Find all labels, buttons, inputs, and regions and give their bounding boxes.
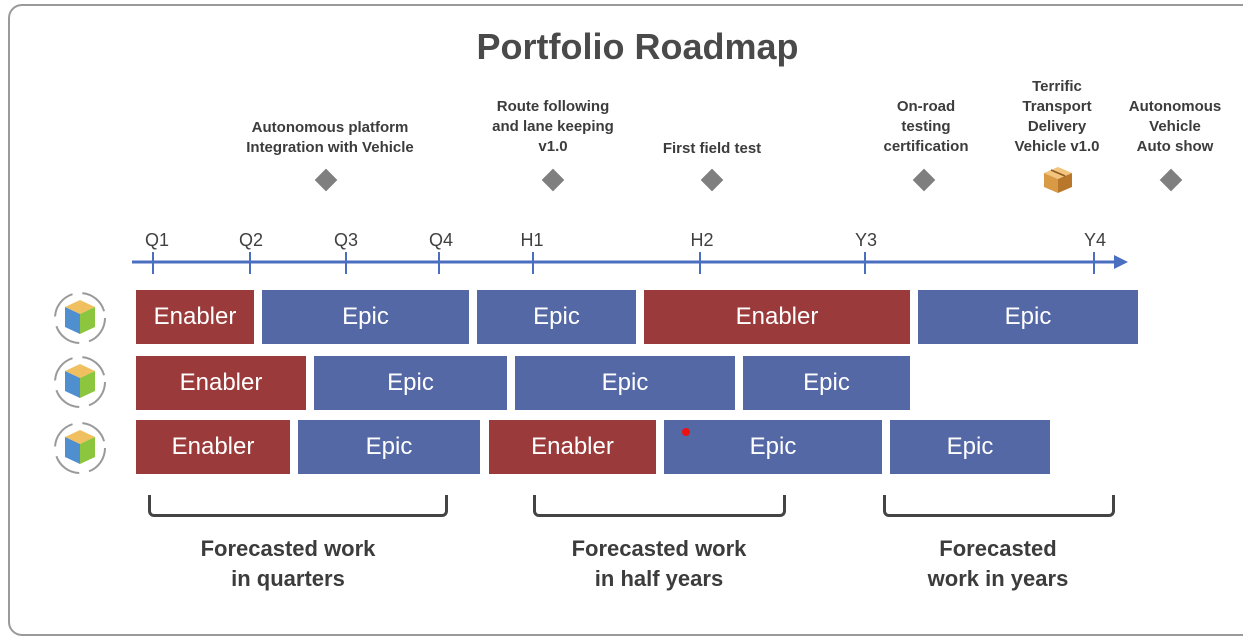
caption-quarters: Forecasted work in quarters xyxy=(200,536,376,591)
epic-bar: Epic xyxy=(743,356,910,410)
enabler-bar: Enabler xyxy=(136,356,306,410)
epic-bar: Epic xyxy=(298,420,480,474)
enabler-bar: Enabler xyxy=(644,290,910,344)
cursor-dot xyxy=(682,428,690,436)
epic-bar: Epic xyxy=(664,420,882,474)
package-box-icon xyxy=(1044,167,1072,193)
milestone-label: Terrific Transport Delivery Vehicle v1.0 xyxy=(1014,78,1100,155)
milestone-label: Route following and lane keeping v1.0 xyxy=(492,98,614,155)
milestone-label: On-road testing certification xyxy=(883,98,969,155)
cube-cycle-icon xyxy=(54,292,106,344)
enabler-bar: Enabler xyxy=(489,420,656,474)
epic-bar: Epic xyxy=(918,290,1138,344)
tick-label: H2 xyxy=(690,230,714,250)
tick-label: Q1 xyxy=(144,230,170,250)
epic-bar: Epic xyxy=(477,290,636,344)
caption-years: Forecasted work in years xyxy=(927,536,1069,591)
epic-bar: Epic xyxy=(890,420,1050,474)
bracket-years xyxy=(883,495,1115,517)
tick-label: Y3 xyxy=(854,230,878,250)
tick-label: H1 xyxy=(520,230,544,250)
cube-cycle-icon xyxy=(54,356,106,408)
epic-bar: Epic xyxy=(262,290,469,344)
milestone-label: Autonomous platform Integration with Veh… xyxy=(246,119,414,156)
caption-half-years: Forecasted work in half years xyxy=(571,536,747,591)
epic-bar: Epic xyxy=(314,356,507,410)
enabler-bar: Enabler xyxy=(136,420,290,474)
tick-label: Q2 xyxy=(238,230,264,250)
milestone-label: Autonomous Vehicle Auto show xyxy=(1128,98,1222,155)
bracket-half-years xyxy=(533,495,786,517)
tick-label: Q3 xyxy=(333,230,359,250)
epic-bar: Epic xyxy=(515,356,735,410)
milestone-label: First field test xyxy=(662,140,762,157)
enabler-bar: Enabler xyxy=(136,290,254,344)
page-title: Portfolio Roadmap xyxy=(476,26,799,67)
tick-label: Y4 xyxy=(1083,230,1107,250)
bracket-quarters xyxy=(148,495,448,517)
cube-cycle-icon xyxy=(54,422,106,474)
tick-label: Q4 xyxy=(428,230,454,250)
